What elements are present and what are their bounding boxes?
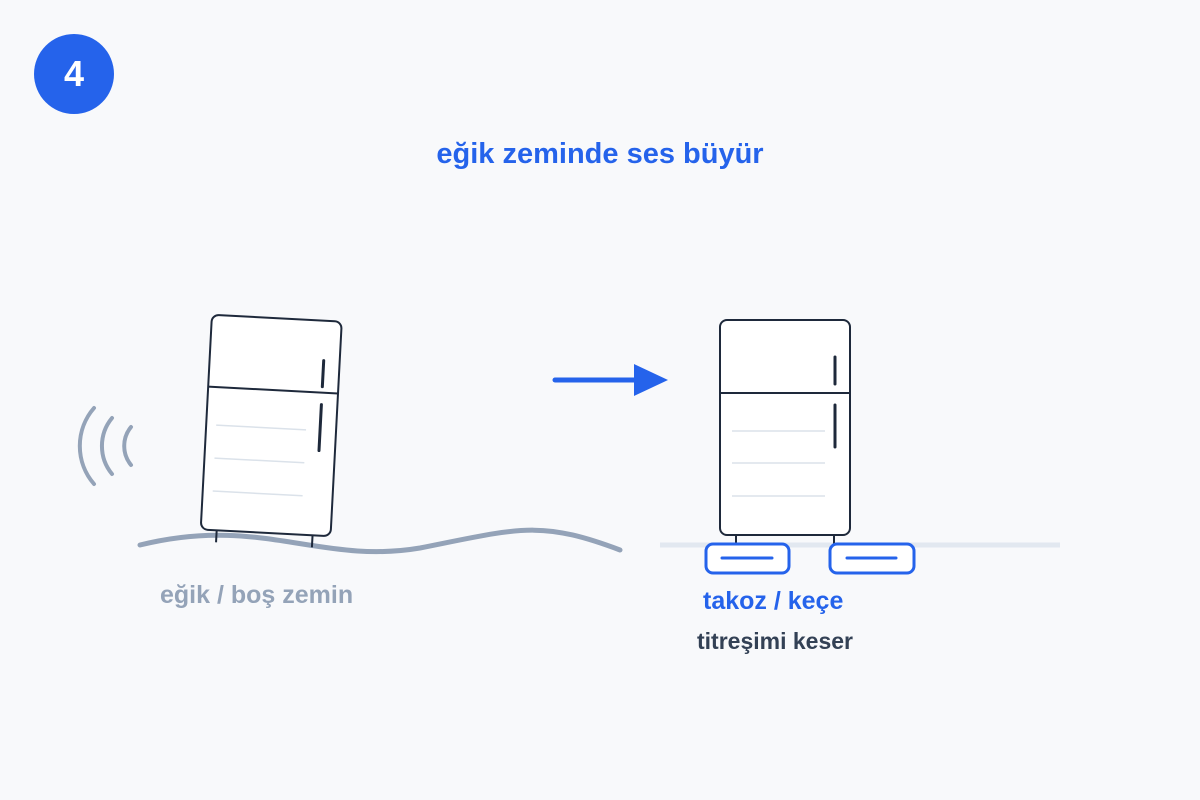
fridge-door-split xyxy=(208,385,339,395)
fridge-foot xyxy=(215,530,218,543)
fridge-shelf xyxy=(214,457,305,464)
felt-pad-right xyxy=(828,542,916,575)
sound-wave-middle xyxy=(100,416,114,476)
diagram-title: eğik zeminde ses büyür xyxy=(436,138,764,170)
fridge-shelf xyxy=(212,490,303,497)
step-number-badge: 4 xyxy=(34,34,114,114)
upright-fridge xyxy=(719,319,851,545)
freezer-handle xyxy=(320,359,326,389)
fridge-shelf xyxy=(216,424,307,431)
fridge-foot xyxy=(310,535,314,548)
fridge-body xyxy=(200,314,343,537)
sound-waves-icon xyxy=(77,406,133,486)
fridge-body xyxy=(719,319,851,536)
tilted-fridge xyxy=(200,314,343,548)
fridge-handle xyxy=(317,403,323,453)
felt-pad-left xyxy=(704,542,791,575)
felt-pad-sublabel: titreşimi keser xyxy=(697,628,853,654)
felt-pad-label: takoz / keçe xyxy=(703,587,844,615)
uneven-floor-label: eğik / boş zemin xyxy=(160,581,354,609)
sound-wave-outer xyxy=(77,406,96,486)
uneven-floor xyxy=(137,527,623,555)
arrow-right-icon xyxy=(552,364,668,396)
sound-wave-inner xyxy=(122,425,133,467)
step-number: 4 xyxy=(63,53,85,94)
